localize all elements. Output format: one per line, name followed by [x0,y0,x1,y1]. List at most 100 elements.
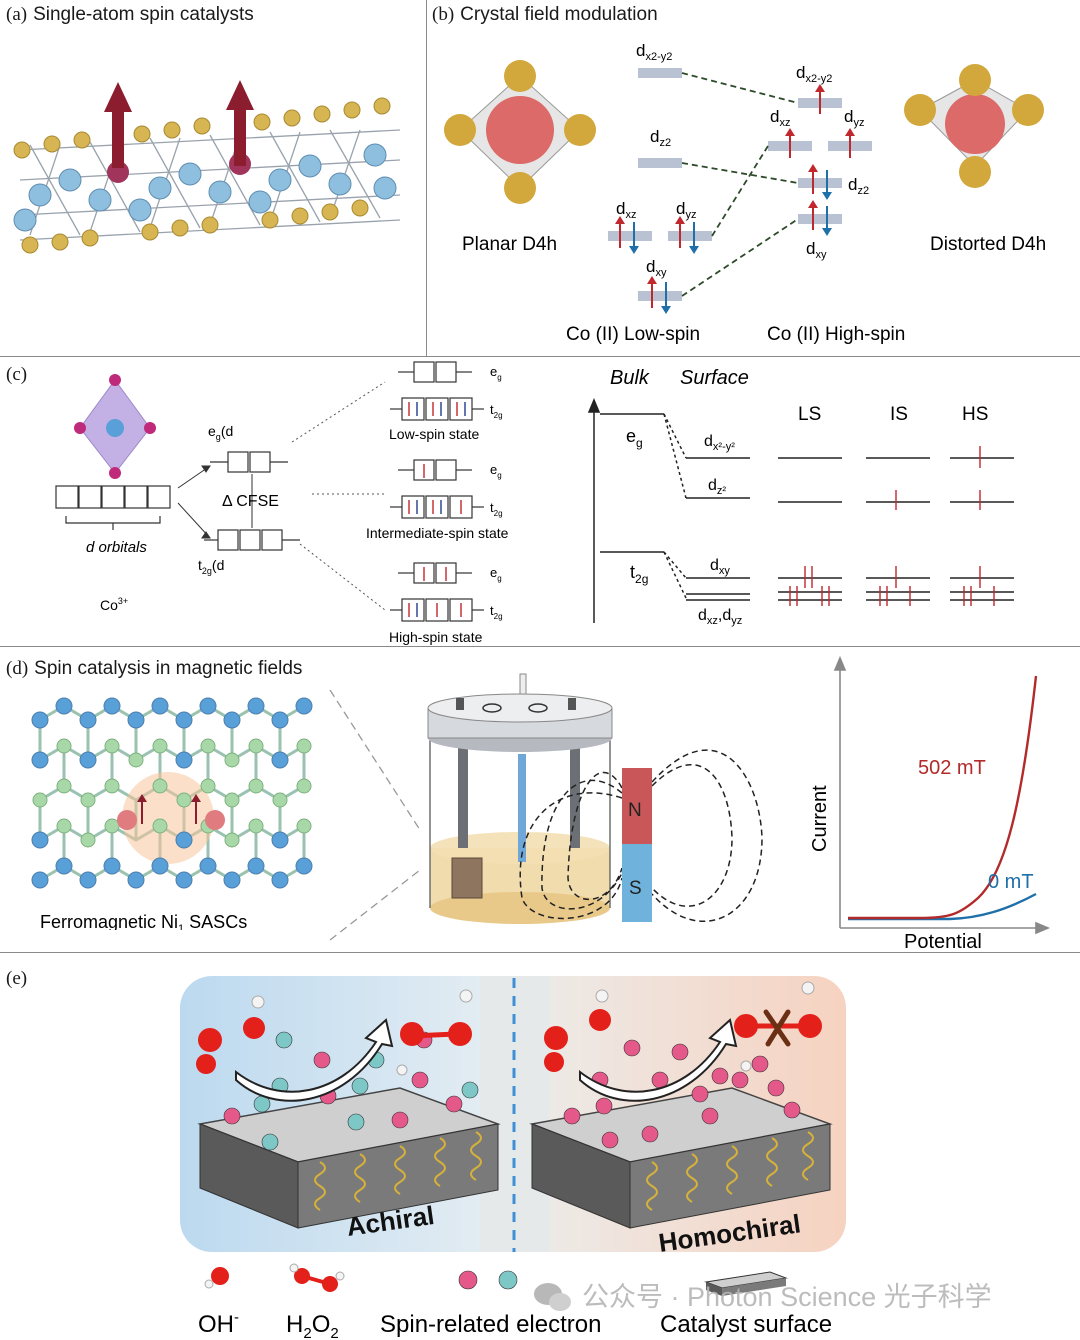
surface-label: Surface [680,367,749,389]
eg-label: eg(d [208,423,233,442]
panel-c-heading: (c) [6,364,28,385]
panel-e-diagram: Achiral Homochiral [180,976,846,1256]
energy-axis [587,398,601,623]
panel-c-diagram: d orbitals Co3+ eg(d Δ CFSE t2g(d [55,361,1014,645]
svg-text:t2g: t2g [490,500,503,518]
panel-d-lattice: Ferromagnetic Ni1 SASCs [31,697,313,930]
current-potential-chart: 502 mT 0 mT Current Potential [810,655,1051,952]
panel-b-title: Crystal field modulation [460,4,658,25]
intermediate-spin-state-label: Intermediate-spin state [366,525,509,541]
low-spin-state-label: Low-spin state [389,426,479,442]
svg-text:eg: eg [626,426,643,450]
spin-state-arrows [408,402,466,617]
svg-text:t2g: t2g [490,603,503,621]
distorted-d4h-molecule [904,64,1044,188]
svg-text:dx²-y²: dx²-y² [704,433,735,453]
achiral-molecules [196,989,473,1076]
panel-b-heading: (b)Crystal field modulation [432,4,658,25]
label-dxz-ls: dxz [616,199,636,221]
ferromagnetic-caption: Ferromagnetic Ni1 SASCs [40,912,247,930]
high-spin-state-label: High-spin state [389,629,483,645]
sulfur-atoms [13,97,391,254]
metal-atoms [13,143,397,232]
label-dxy-ls: dxy [646,257,667,279]
correlation-lines [681,72,799,297]
low-spin-label: Co (II) Low-spin [566,324,700,345]
octahedron-icon [74,374,156,479]
panel-d-title: Spin catalysis in magnetic fields [34,658,303,679]
d-orbitals-label: d orbitals [86,539,147,556]
oh-legend-label: OH- [198,1309,239,1338]
catalyst-surface-legend-icon [704,1271,788,1296]
ion-label: Co3+ [100,596,128,613]
magnet [622,768,652,922]
ni-sites [117,794,225,830]
planar-d4h-label: Planar D4h [462,234,557,255]
homochiral-electrons [563,1039,801,1149]
label-dyz-ls: dyz [676,199,696,221]
spin-arrows-b [615,84,855,314]
magnet-south-label: S [629,878,642,899]
x-axis-label: Potential [904,931,982,952]
splitting-arrows [177,465,253,539]
electrochemical-cell: N S [427,673,763,924]
svg-text:t2g: t2g [490,402,503,420]
curve-0mt [848,892,1037,921]
distorted-d4h-label: Distorted D4h [930,234,1046,255]
label-dz2-hs: dz2 [848,175,869,197]
low-spin-levels [608,68,712,301]
svg-text:eg: eg [490,462,502,480]
bulk-label: Bulk [610,367,650,389]
divider-bc [0,356,1080,357]
reaction-arrows [235,1018,738,1102]
panel-d-heading: (d)Spin catalysis in magnetic fields [6,658,303,679]
panel-b-diagram: Planar D4h Distorted D4h [444,41,1046,345]
label-dxz-hs: dxz [770,107,790,129]
zoom-lines [329,690,421,941]
planar-d4h-molecule [444,60,596,204]
panel-e-heading: (e) [6,968,28,989]
label-dyz-hs: dyz [844,107,864,129]
magnet-north-label: N [628,800,642,821]
label-dz2-ls: dz2 [650,127,671,149]
wechat-icon [534,1283,571,1311]
spin-up-arrows [104,80,254,168]
divider-de [0,952,1080,953]
curve-502mt [848,675,1038,920]
spin-electron-legend-label: Spin-related electron [380,1311,601,1338]
oh-legend-icon [204,1267,229,1289]
t2g-boxes [204,529,300,551]
d-orbital-boxes [55,485,171,530]
curve-0mt-label: 0 mT [988,871,1034,893]
honeycomb-atoms [31,697,313,889]
catalyst-surface-legend-label: Catalyst surface [660,1311,832,1338]
t2g-label: t2g(d [198,557,224,576]
high-spin-label: Co (II) High-spin [767,324,905,345]
panel-a-heading: (a)Single-atom spin catalysts [6,4,254,25]
svg-text:dxy: dxy [710,557,730,577]
state-eg-t2g-tags: eg t2g eg t2g eg t2g [490,364,503,621]
svg-text:dxz,dyz: dxz,dyz [698,607,742,627]
is-label: IS [890,404,908,425]
label-dxy-hs: dxy [806,239,827,261]
h2o2-legend-label: H2O2 [286,1311,339,1340]
divider-ab [426,0,427,356]
svg-text:dz²: dz² [708,477,726,497]
field-lines [519,749,763,923]
ls-label: LS [798,404,821,425]
cell-body [427,673,613,924]
homochiral-molecules [544,981,822,1072]
panel-a-lattice [13,80,401,254]
blocked-x-icon [763,1009,791,1047]
orbital-labels-c: dx²-y² dz² dxy dxz,dyz [698,433,742,627]
svg-text:eg: eg [490,364,502,382]
h2o2-legend-icon [289,1263,345,1292]
divider-cd [0,646,1080,647]
chart-axes [833,655,1051,935]
svg-text:eg: eg [490,565,502,583]
spin-electron-legend-icon [458,1270,518,1290]
panel-a-title: Single-atom spin catalysts [33,4,254,25]
label-dx2y2-hs: dx2-y2 [796,63,832,85]
panel-e-legend: OH- H2O2 Spin-related electron Catalyst … [198,1263,992,1340]
energy-levels [600,413,1014,601]
